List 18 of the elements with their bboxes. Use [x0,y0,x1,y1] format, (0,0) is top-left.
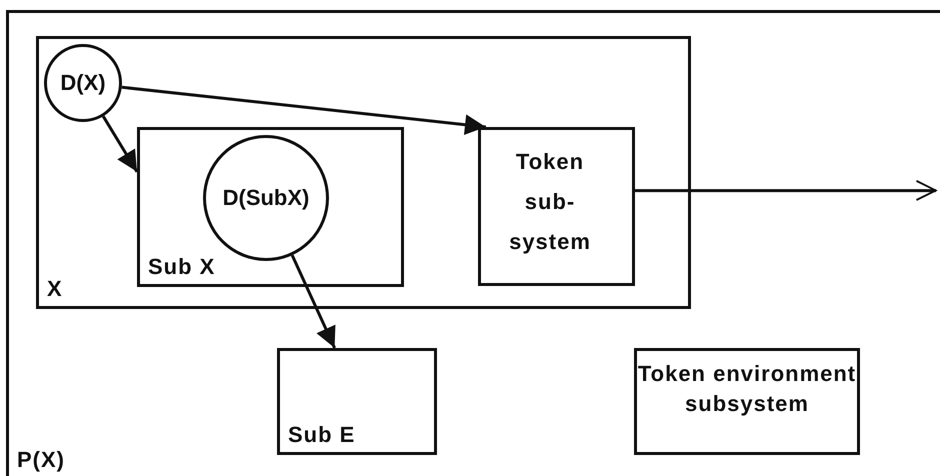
outer-boundary-box [6,10,940,476]
arrow [102,116,138,173]
node-label: Token sub-system [508,148,592,256]
subsystem-box [634,348,860,455]
node-label: Sub X [148,253,216,281]
node-label: P(X) [17,446,65,474]
arrow [122,86,486,136]
node-label: Token environment subsystem [637,360,857,418]
node-label: D(SubX) [222,184,310,212]
node-label: X [47,275,63,303]
subsystem-box [277,348,437,455]
node-label: D(X) [60,69,106,97]
arrow [290,254,336,349]
node-label: Sub E [288,421,356,449]
subsystem-box [478,127,635,286]
arrow [635,180,936,200]
system-box [36,36,691,309]
subsystem-box [137,127,404,287]
